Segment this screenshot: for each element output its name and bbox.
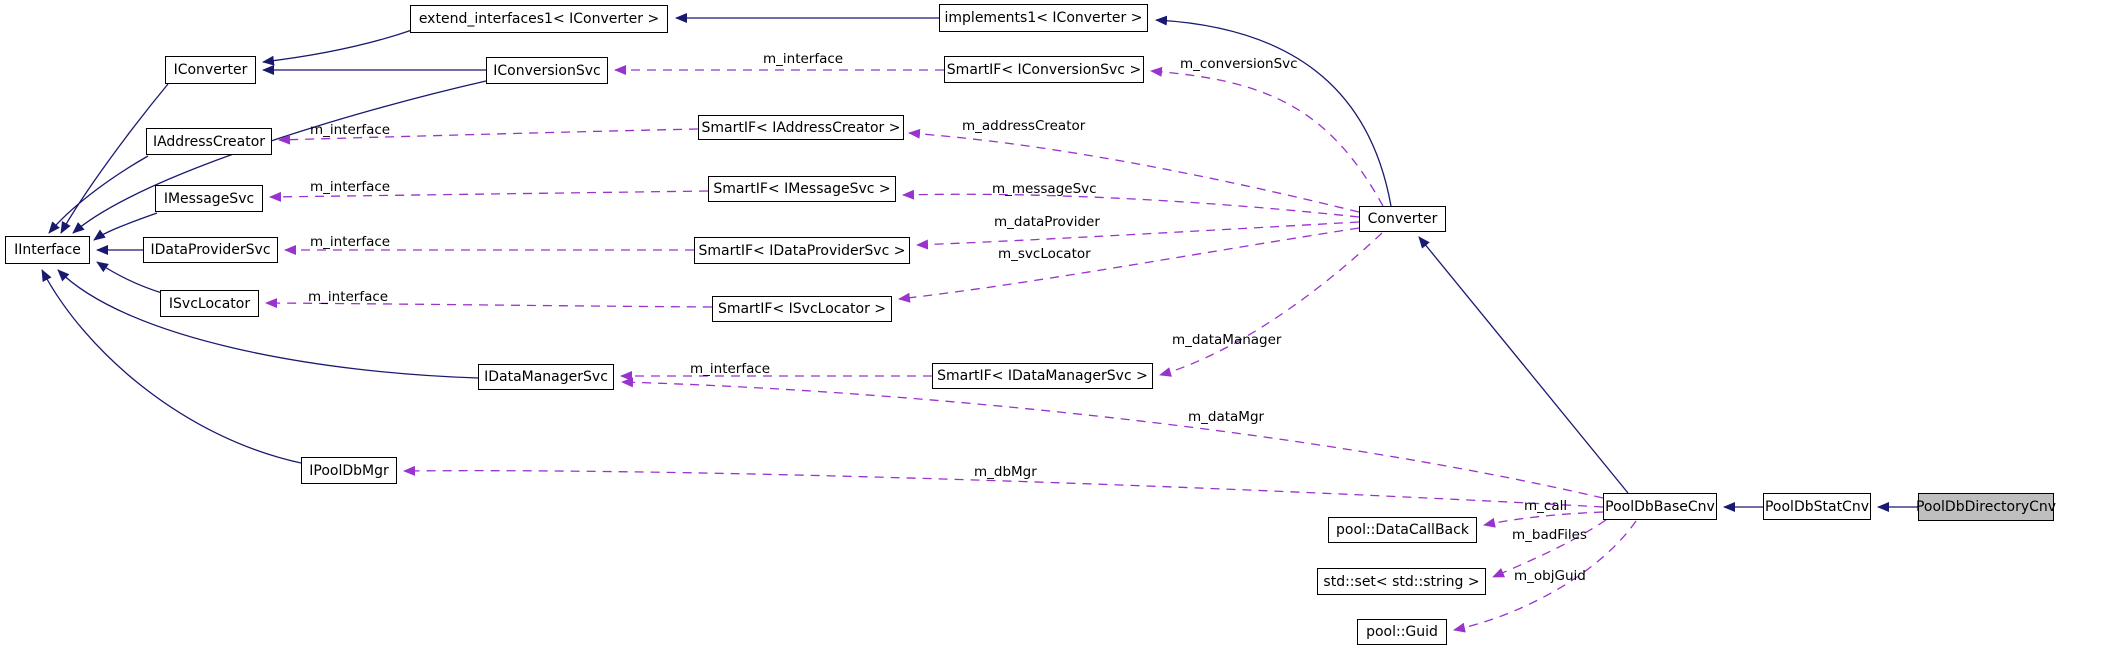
edge-converter-smartif-idatamanagersvc [1159,232,1383,377]
edge-pooldbbasecnv-pool-datacallback [1483,511,1604,528]
node-iconverter[interactable]: IConverter [165,56,256,84]
edge-imessagesvc-iinterface [93,212,158,241]
edge-iconversionsvc-iinterface [72,80,487,234]
edge-label-m-datamgr: m_dataMgr [1188,409,1265,425]
edge-converter-implements1 [1155,15,1392,207]
edge-converter-smartif-imessagesvc [902,189,1360,218]
edge-label-m-dbmgr: m_dbMgr [974,464,1037,480]
edge-label-m-interface-addresscreator: m_interface [310,122,391,138]
node-idatamanagersvc[interactable]: IDataManagerSvc [478,364,614,390]
edge-label-m-call: m_call [1524,498,1568,514]
edge-converter-smartif-iconversionsvc [1150,66,1384,207]
edge-label-m-addresscreator: m_addressCreator [962,118,1086,134]
node-iinterface[interactable]: IInterface [5,236,90,264]
edge-label-m-datamanager: m_dataManager [1172,332,1282,348]
edge-label-m-interface-messagesvc: m_interface [310,179,391,195]
edge-idatamanagersvc-iinterface [57,269,479,379]
edge-pooldbbasecnv-ipooldbmgr [403,465,1604,508]
edge-pooldbbasecnv-idatamanagersvc [621,377,1604,499]
edge-pooldbbasecnv-pool-guid [1453,520,1637,633]
edge-label-m-badfiles: m_badFiles [1512,527,1587,543]
edge-pooldbbasecnv-std-set-string [1492,519,1607,578]
edge-label-m-interface-svclocator: m_interface [308,289,389,305]
node-pooldbstatcnv[interactable]: PoolDbStatCnv [1763,493,1871,520]
node-smartif-iconversionsvc[interactable]: SmartIF< IConversionSvc > [944,56,1144,83]
edge-label-m-interface-conversionsvc: m_interface [763,51,844,67]
node-ipooldbmgr[interactable]: IPoolDbMgr [301,457,397,484]
node-extend-interfaces1[interactable]: extend_interfaces1< IConverter > [410,5,668,33]
node-std-set-string[interactable]: std::set< std::string > [1317,568,1486,595]
edge-iaddresscreator-iinterface [48,155,149,234]
edge-converter-smartif-isvclocator [898,227,1360,303]
edge-pooldbbasecnv-converter [1418,236,1629,494]
node-smartif-imessagesvc[interactable]: SmartIF< IMessageSvc > [708,176,896,202]
edge-label-m-messagesvc: m_messageSvc [992,181,1097,197]
edge-label-m-interface-dataprovidersvc: m_interface [310,234,391,250]
edge-label-m-dataprovider: m_dataProvider [994,214,1100,230]
edge-ipooldbmgr-iinterface [41,269,302,464]
node-converter[interactable]: Converter [1359,206,1446,232]
node-isvclocator[interactable]: ISvcLocator [160,290,259,317]
edge-label-m-svclocator: m_svcLocator [998,246,1091,262]
node-smartif-idataprovidersvc[interactable]: SmartIF< IDataProviderSvc > [694,237,910,264]
node-pooldbbasecnv[interactable]: PoolDbBaseCnv [1603,493,1717,520]
node-smartif-iaddresscreator[interactable]: SmartIF< IAddressCreator > [698,115,904,140]
edge-label-m-interface-datamanagersvc: m_interface [690,361,771,377]
edge-isvclocator-iinterface [96,261,163,294]
edge-converter-smartif-iaddresscreator [908,128,1360,213]
node-imessagesvc[interactable]: IMessageSvc [155,185,263,212]
edge-iconverter-iinterface [60,83,169,234]
node-smartif-isvclocator[interactable]: SmartIF< ISvcLocator > [712,296,892,322]
node-idataprovidersvc[interactable]: IDataProviderSvc [143,237,278,263]
edge-smartif-iaddresscreator-iaddresscreator [278,128,699,145]
node-iaddresscreator[interactable]: IAddressCreator [146,128,272,155]
edge-converter-smartif-idataprovidersvc [916,221,1360,250]
edge-label-m-objguid: m_objGuid [1514,568,1586,584]
node-pool-guid[interactable]: pool::Guid [1357,619,1447,645]
edge-extend-interfaces1-iconverter [262,29,413,66]
node-implements1[interactable]: implements1< IConverter > [939,4,1148,32]
node-pooldbdirectorycnv: PoolDbDirectoryCnv [1916,493,2056,521]
edge-label-m-conversionsvc: m_conversionSvc [1180,56,1298,72]
node-smartif-idatamanagersvc[interactable]: SmartIF< IDataManagerSvc > [932,363,1153,389]
node-iconversionsvc[interactable]: IConversionSvc [486,57,608,84]
node-pool-datacallback[interactable]: pool::DataCallBack [1328,517,1477,543]
